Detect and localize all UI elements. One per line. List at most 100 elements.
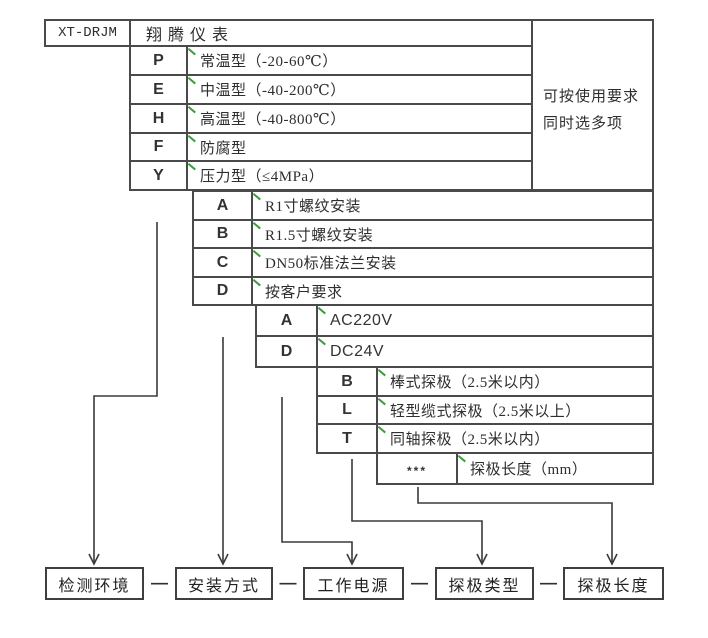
model-code-cell: E	[129, 74, 188, 105]
model-desc-cell: 轻型缆式探极（2.5米以上）	[376, 395, 654, 425]
corner-tick-icon	[187, 77, 196, 85]
model-desc-cell: DC24V	[316, 335, 654, 368]
model-code-header: XT-DRJM	[44, 19, 131, 47]
brand-text: 翔腾仪表	[146, 27, 235, 44]
corner-tick-icon	[377, 426, 386, 434]
model-desc-text: 同轴探极（2.5米以内）	[390, 432, 550, 448]
segment-label-text: 探极类型	[448, 577, 521, 595]
model-desc-text: 轻型缆式探极（2.5米以上）	[390, 403, 581, 420]
dash-separator: —	[151, 573, 168, 592]
corner-tick-icon	[187, 106, 196, 114]
model-code-cell: L	[316, 395, 378, 425]
model-code-text: T	[342, 429, 352, 447]
connector-probe-length	[417, 487, 613, 563]
segment-label-box: 探极类型	[435, 567, 534, 600]
model-code-cell: D	[255, 335, 318, 368]
segment-label-text: 工作电源	[317, 577, 390, 595]
model-code-cell: A	[255, 304, 318, 337]
dash-separator: —	[279, 573, 297, 592]
model-code-text: A	[280, 311, 293, 329]
arrowhead-icon	[346, 553, 358, 566]
connector-environment	[93, 222, 158, 563]
arrowhead-icon	[476, 553, 488, 566]
arrowhead-icon	[217, 553, 229, 566]
model-desc-text: 防腐型	[200, 140, 247, 157]
model-code-cell: F	[129, 132, 188, 162]
model-desc-cell: 棒式探极（2.5米以内）	[376, 366, 654, 397]
model-code-text: L	[342, 401, 352, 418]
model-code-cell: H	[129, 103, 188, 134]
model-code-text: H	[152, 109, 165, 127]
segment-label-text: 安装方式	[187, 577, 260, 595]
model-desc-cell: 防腐型	[186, 132, 533, 162]
segment-label-text: 检测环境	[58, 577, 131, 595]
model-desc-text: 中温型（-40-200℃）	[200, 83, 346, 99]
segment-label-box: 安装方式	[175, 567, 273, 600]
model-code-cell: T	[316, 423, 378, 454]
note-line-2: 同时选多项	[543, 116, 624, 132]
model-code-cell: C	[192, 247, 253, 278]
note-line-1: 可按使用要求	[543, 89, 640, 105]
model-desc-cell: DN50标准法兰安装	[251, 247, 654, 278]
model-code-text: XT-DRJM	[58, 25, 117, 41]
model-desc-text: 常温型（-20-60℃）	[200, 54, 338, 70]
model-desc-text: R1寸螺纹安装	[265, 199, 362, 215]
brand-header: 翔腾仪表	[129, 19, 533, 47]
model-desc-cell: 探极长度（mm）	[456, 452, 654, 485]
segment-label-box: 探极长度	[563, 567, 664, 600]
corner-tick-icon	[252, 279, 261, 287]
model-code-cell: P	[129, 45, 188, 76]
multi-select-note: 可按使用要求 同时选多项	[531, 19, 654, 191]
corner-tick-icon	[377, 398, 386, 406]
corner-tick-icon	[252, 250, 261, 258]
model-code-text: D	[280, 342, 293, 360]
model-desc-text: AC220V	[330, 311, 393, 329]
segment-label-text: 探极长度	[577, 577, 650, 595]
model-desc-cell: 同轴探极（2.5米以内）	[376, 423, 654, 454]
model-code-cell: A	[192, 190, 253, 221]
corner-tick-icon	[252, 193, 261, 201]
model-desc-text: DC24V	[330, 342, 385, 360]
model-code-text: B	[216, 225, 229, 242]
model-desc-cell: 高温型（-40-800℃）	[186, 103, 533, 134]
model-code-cell: ***	[376, 452, 458, 485]
model-code-text: A	[216, 196, 229, 214]
model-code-text: F	[153, 138, 164, 155]
dash-separator: —	[540, 573, 557, 592]
corner-tick-icon	[187, 48, 196, 56]
model-desc-text: 探极长度（mm）	[470, 462, 588, 478]
model-desc-cell: R1.5寸螺纹安装	[251, 219, 654, 249]
segment-label-box: 工作电源	[303, 567, 404, 600]
model-desc-cell: 常温型（-20-60℃）	[186, 45, 533, 76]
model-code-cell: B	[316, 366, 378, 397]
arrowhead-icon	[88, 553, 100, 566]
corner-tick-icon	[317, 307, 326, 315]
model-code-cell: Y	[129, 160, 188, 191]
corner-tick-icon	[317, 338, 326, 346]
model-code-cell: D	[192, 276, 253, 306]
model-code-text: Y	[153, 166, 164, 184]
model-desc-cell: R1寸螺纹安装	[251, 190, 654, 221]
model-desc-text: 按客户要求	[265, 284, 343, 301]
arrowhead-icon	[606, 553, 618, 566]
model-desc-text: 高温型（-40-800℃）	[200, 112, 346, 128]
corner-tick-icon	[187, 135, 196, 143]
model-desc-cell: 压力型（≤4MPa）	[186, 160, 533, 191]
corner-tick-icon	[457, 455, 466, 463]
model-desc-cell: AC220V	[316, 304, 654, 337]
model-code-cell: B	[192, 219, 253, 249]
model-code-text: B	[341, 372, 353, 390]
model-code-text: P	[153, 51, 164, 69]
corner-tick-icon	[252, 222, 261, 230]
model-code-text: ***	[406, 463, 427, 478]
model-desc-cell: 中温型（-40-200℃）	[186, 74, 533, 105]
model-desc-text: 压力型（≤4MPa）	[200, 169, 325, 185]
model-desc-text: DN50标准法兰安装	[265, 256, 397, 272]
model-desc-text: 棒式探极（2.5米以内）	[390, 375, 550, 391]
note-text: 可按使用要求 同时选多项	[543, 84, 639, 138]
segment-label-box: 检测环境	[45, 567, 144, 600]
model-code-text: C	[216, 253, 229, 271]
corner-tick-icon	[187, 163, 196, 171]
model-code-text: E	[153, 80, 164, 98]
